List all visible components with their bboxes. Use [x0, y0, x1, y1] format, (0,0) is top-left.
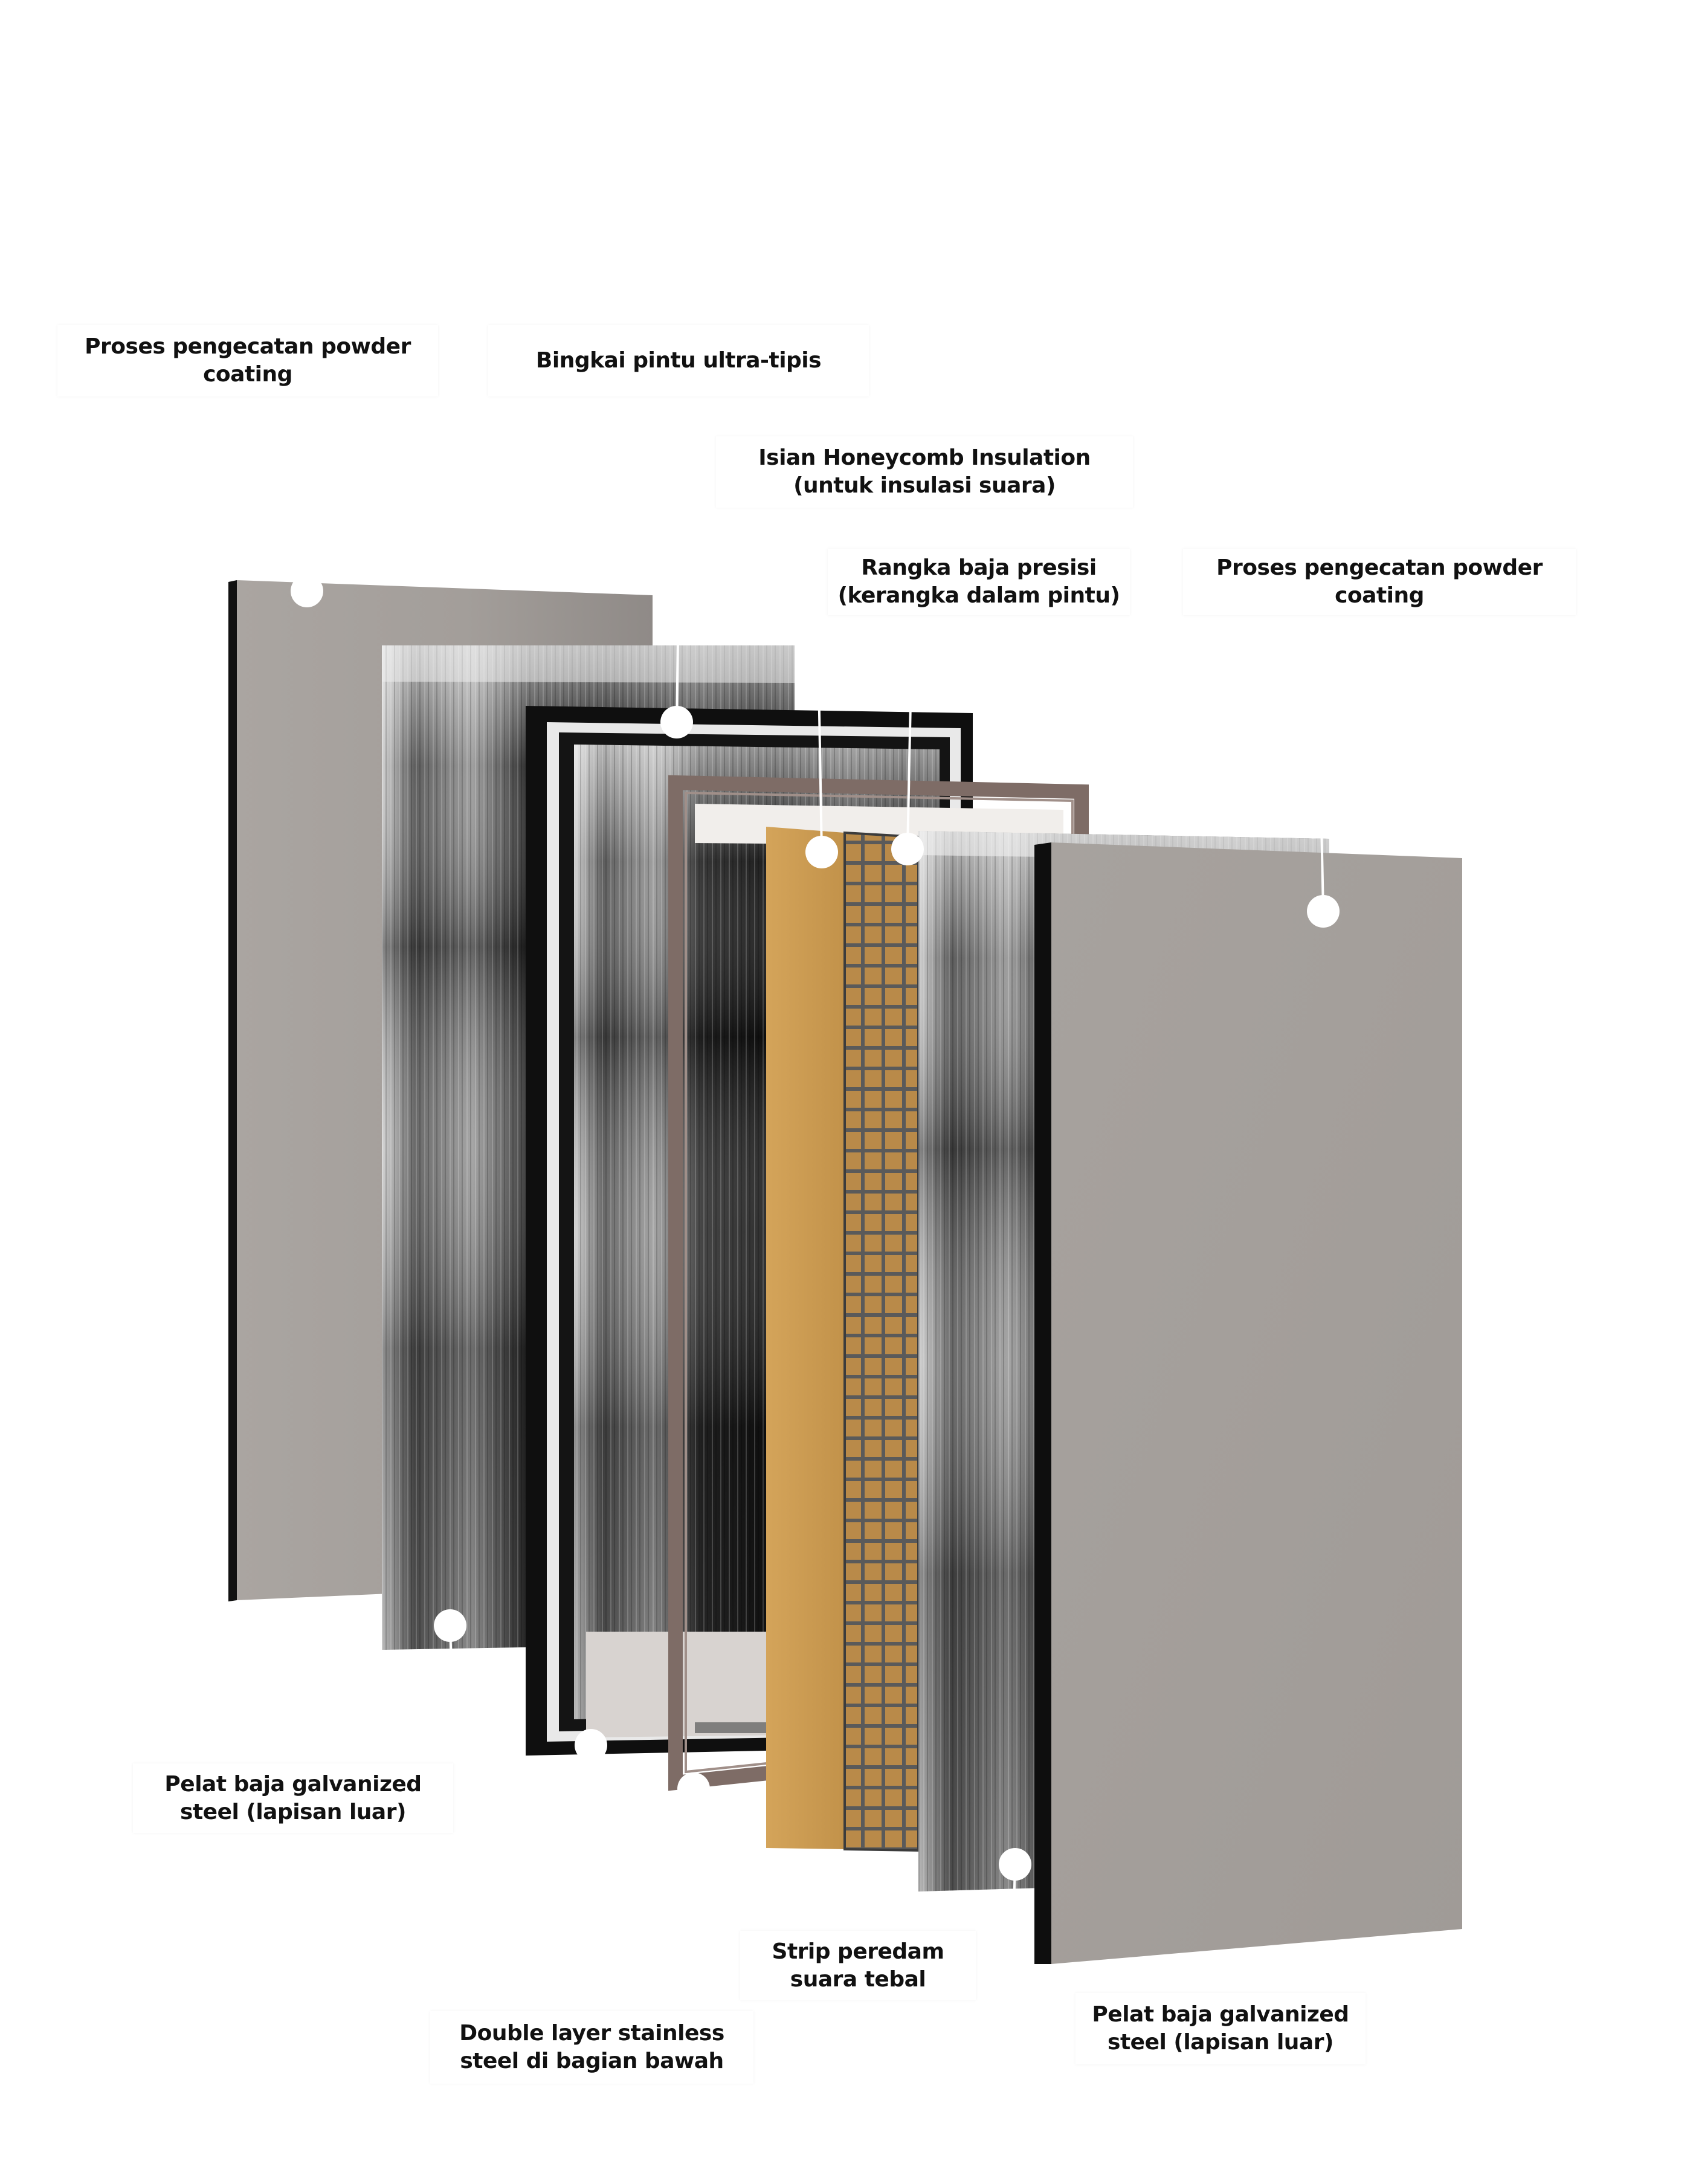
- honeycomb-insulation: [766, 827, 920, 1852]
- label-honeycomb-insulation: Isian Honeycomb Insulation (untuk insula…: [716, 436, 1133, 508]
- marker-ultra-thin-frame: [660, 706, 693, 738]
- marker-powder-coating-right: [1307, 895, 1340, 928]
- label-double-layer-stainless: Double layer stainless steel di bagian b…: [430, 2011, 753, 2084]
- marker-honeycomb: [805, 836, 838, 868]
- label-galvanized-left: Pelat baja galvanized steel (lapisan lua…: [133, 1763, 453, 1833]
- label-powder-coating-right: Proses pengecatan powder coating: [1183, 549, 1576, 615]
- label-sound-strip: Strip peredam suara tebal: [740, 1931, 976, 2000]
- label-precision-steel-frame: Rangka baja presisi (kerangka dalam pint…: [828, 549, 1130, 615]
- marker-galvanized-right: [999, 1848, 1031, 1881]
- label-ultra-thin-frame: Bingkai pintu ultra-tipis: [488, 325, 869, 396]
- marker-double-layer: [575, 1729, 607, 1762]
- marker-sound-strip: [677, 1772, 710, 1805]
- outer-gray-panel-right: [1034, 842, 1462, 1964]
- marker-galvanized-left: [434, 1609, 466, 1642]
- marker-powder-coating-left: [291, 575, 323, 607]
- label-powder-coating-top-left: Proses pengecatan powder coating: [57, 325, 438, 396]
- label-galvanized-right: Pelat baja galvanized steel (lapisan lua…: [1075, 1993, 1366, 2064]
- markers: [291, 575, 1340, 1881]
- marker-precision-frame: [891, 833, 924, 865]
